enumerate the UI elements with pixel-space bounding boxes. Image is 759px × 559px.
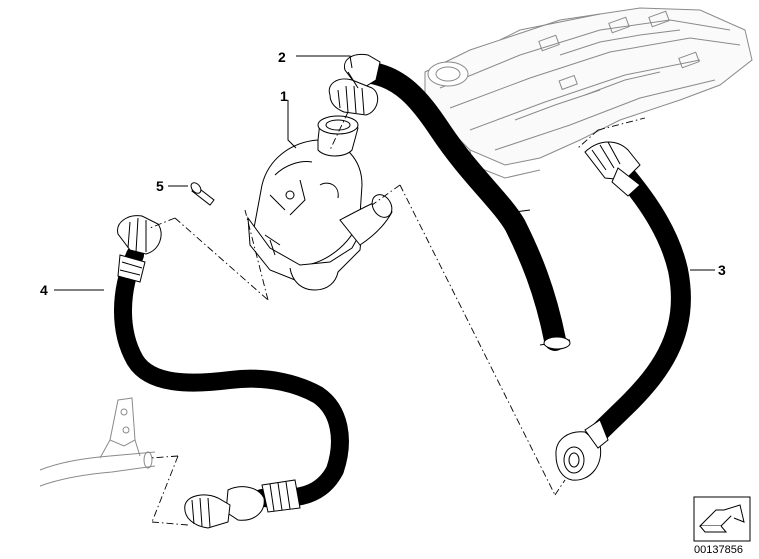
assembly-guide-lines bbox=[149, 111, 646, 526]
screw-part-5 bbox=[190, 182, 215, 206]
callout-4: 4 bbox=[40, 282, 48, 298]
direction-arrow-icon bbox=[693, 496, 751, 542]
callout-3: 3 bbox=[718, 262, 726, 278]
callout-1: 1 bbox=[280, 88, 288, 104]
hose-part-4 bbox=[114, 215, 349, 529]
bracket-context-illustration bbox=[39, 397, 156, 487]
pressure-valve-part-1 bbox=[247, 115, 393, 291]
leader-lines bbox=[54, 55, 715, 291]
valve-cover-illustration bbox=[424, 7, 753, 179]
callout-2: 2 bbox=[278, 49, 286, 65]
callout-5: 5 bbox=[156, 178, 164, 194]
hose-part-3 bbox=[555, 141, 691, 481]
reference-number: 00137856 bbox=[694, 544, 743, 556]
hose-part-2 bbox=[328, 53, 571, 351]
